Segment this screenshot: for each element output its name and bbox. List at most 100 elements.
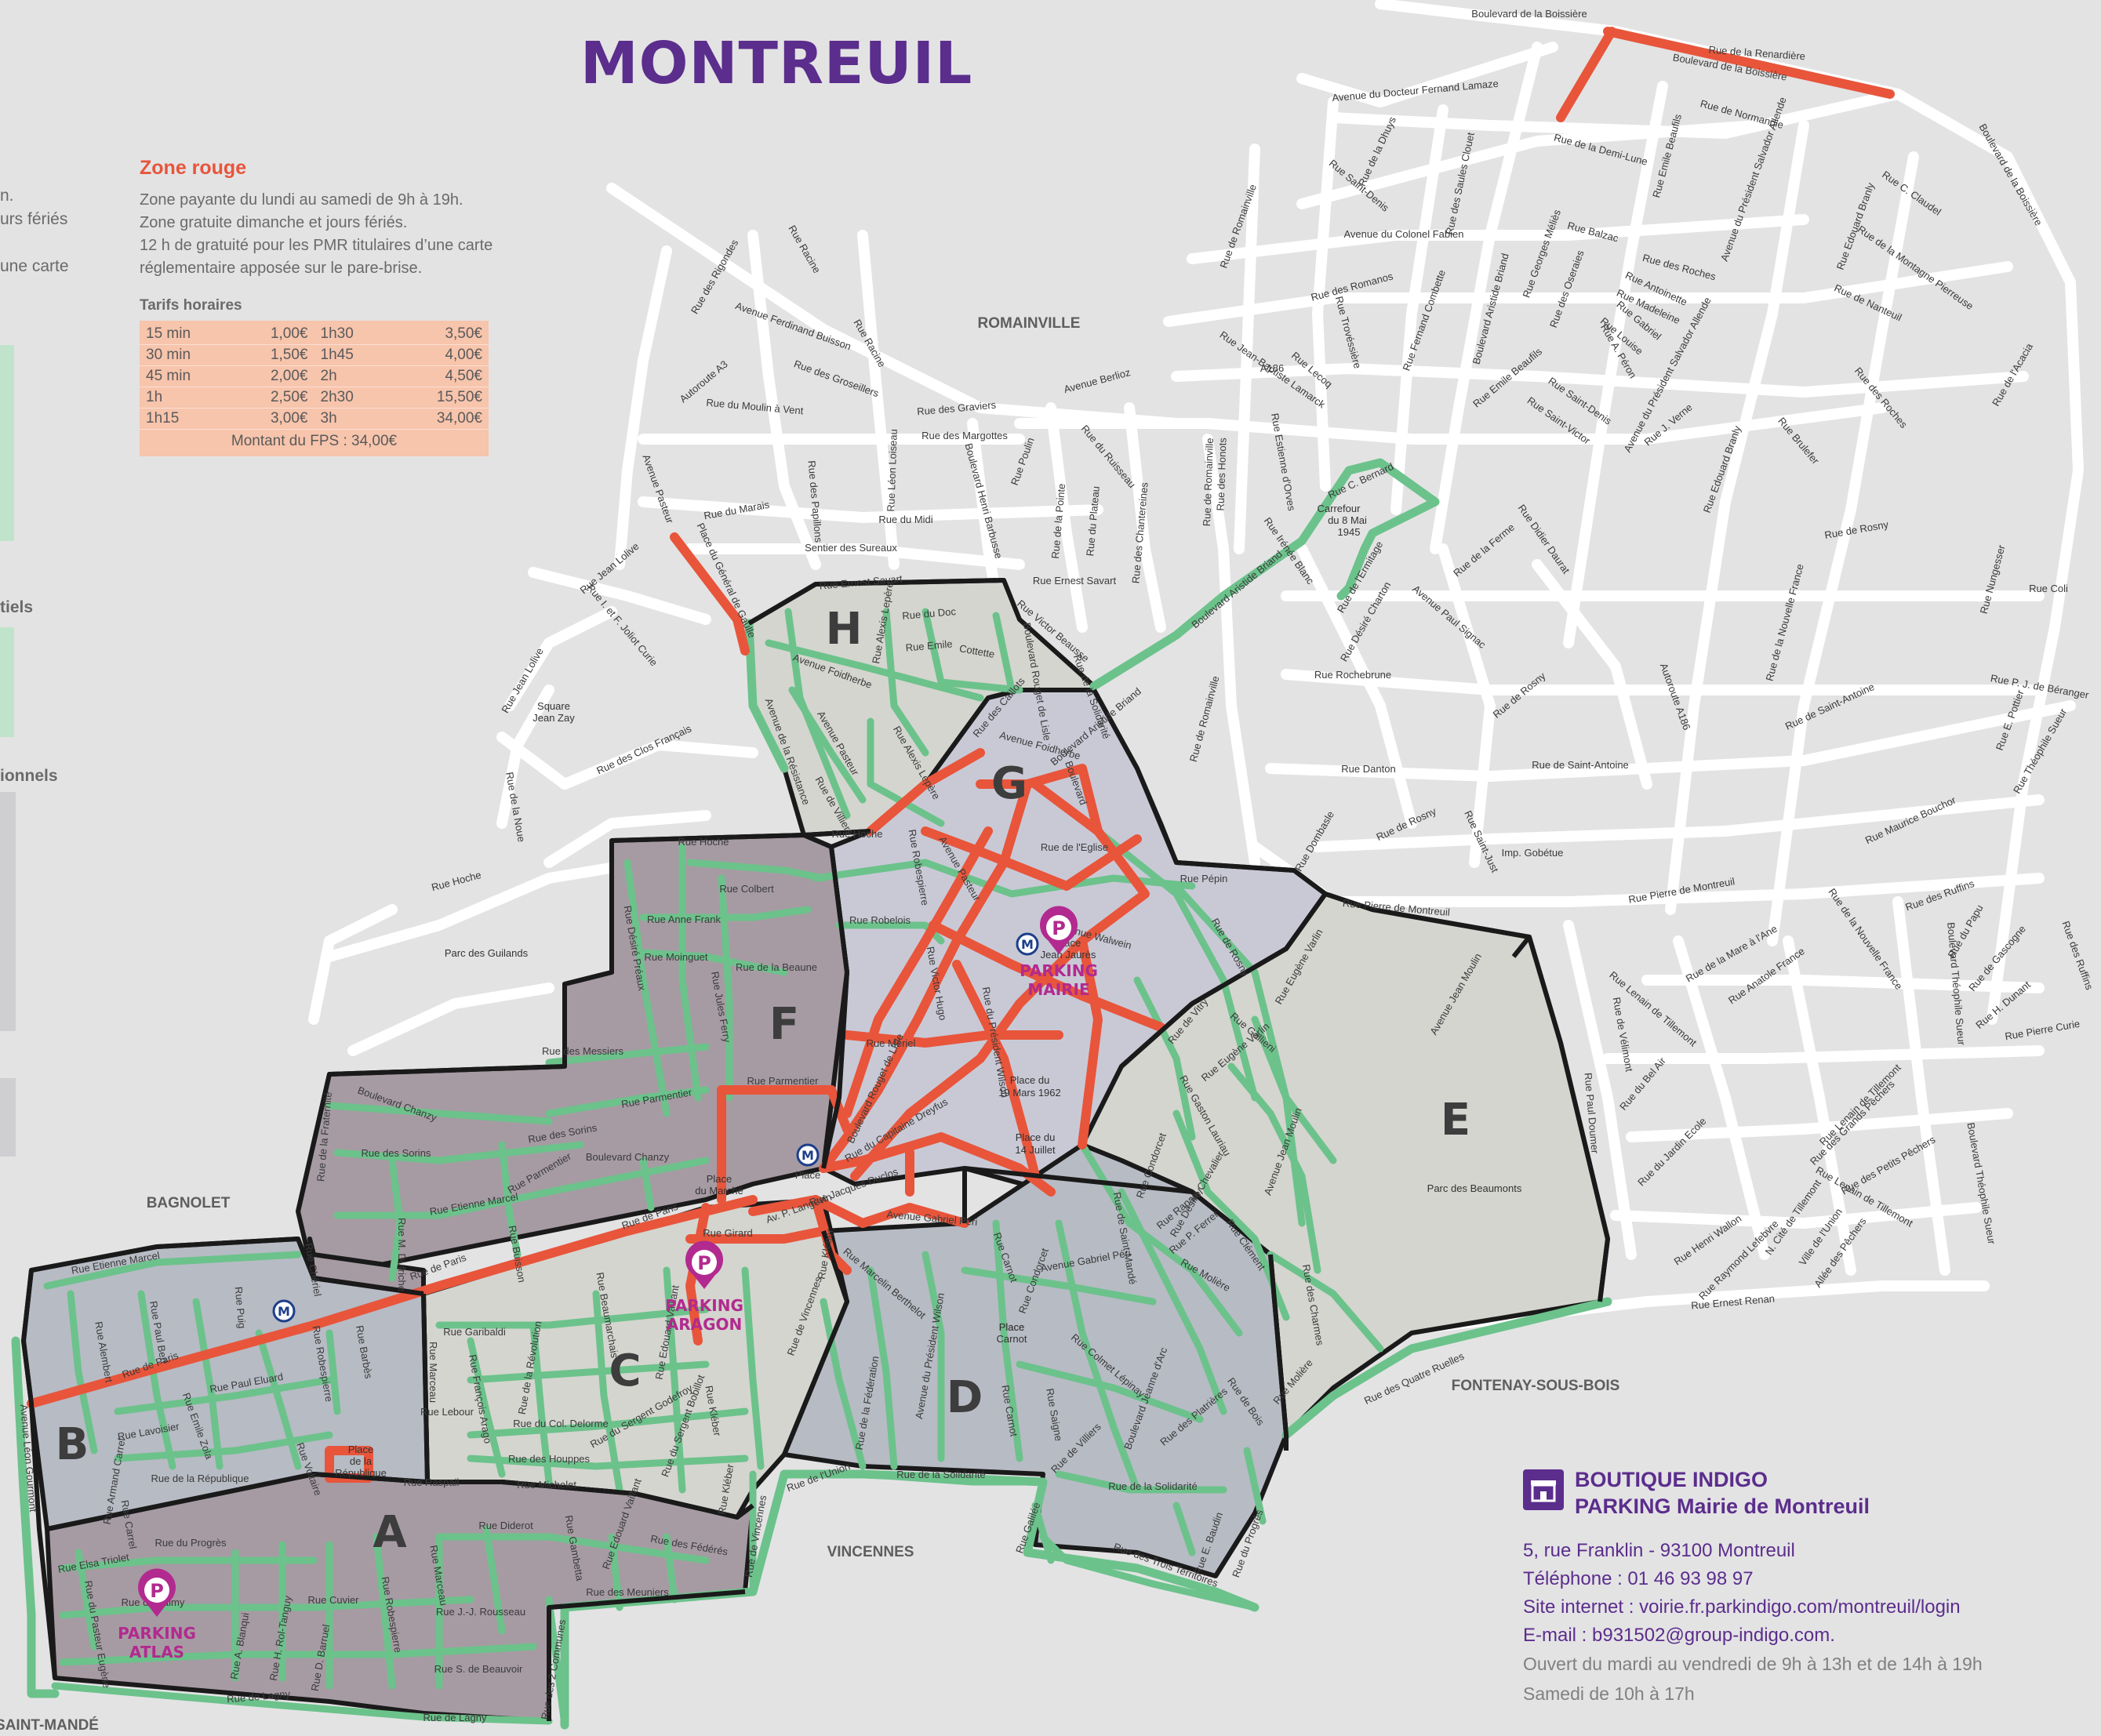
zone-rouge-info: Zone rouge Zone payante du lundi au same… [140,157,579,456]
street-label: Rue de Saint-Antoine [1532,759,1629,771]
parking-markers: PPARKINGMAIRIEPPARKINGARAGONPPARKINGATLA… [118,906,1098,1662]
street-label: Rue de la République [151,1473,249,1484]
street-label: Rue du Moulin à Vent [706,397,805,417]
tarif-duration: 1h [146,389,163,405]
street-label: Rue Cuvier [307,1594,359,1606]
left-fragment-4: tiels [0,598,34,616]
svg-text:P: P [1052,917,1066,939]
zone-letter: A [373,1507,407,1558]
tarif-duration: 15 min [146,325,191,342]
zone-letter: H [826,604,863,655]
place-label: 19 Mars 1962 [998,1087,1061,1099]
boutique-phone[interactable]: Téléphone : 01 46 93 98 97 [1523,1568,1754,1589]
street-label: Boulevard de la Boissière [1977,122,2045,227]
street-label: Rue Marceau [427,1342,439,1403]
place-label: Parc des Guilands [445,947,529,959]
zone-rouge-line-1: Zone payante du lundi au samedi de 9h à … [140,191,463,209]
tarif-duration: 2h30 [320,389,354,405]
place-label: Place [707,1173,732,1185]
street-label: Rue Parmentier [747,1075,819,1087]
metro-icon: M [796,1143,820,1167]
street-label: Rue Hoche [430,869,482,893]
svg-text:M: M [802,1148,814,1163]
metro-icon: M [272,1299,296,1323]
street-label: Rue du Plateau [1084,485,1102,557]
street-label: Rue Georges Méliès [1520,208,1563,300]
street-label: Rue Racine [786,223,823,275]
tarif-row: 15 min 1,00€ 1h30 3,50€ [140,324,489,345]
street-label: Rue J.-J. Rousseau [436,1606,525,1618]
street-label: Rue des Margottes [921,430,1008,441]
street-label: Rue du Progrès [154,1537,227,1549]
street-label: Rue Diderot [478,1520,533,1531]
street-label: Rue des Groseillers [792,358,881,399]
tarif-price: 4,00€ [445,347,482,363]
street-label: Rue des Meuniers [586,1586,669,1598]
svg-text:P: P [150,1580,164,1602]
street-label: Rue Raspail [404,1476,460,1488]
boutique-hours-weekdays: Ouvert du mardi au vendredi de 9h à 13h … [1523,1654,1983,1674]
left-fragment-3: une carte [0,257,69,275]
street-label: A186 [1260,362,1284,374]
street-label: Rue des Roches [1641,252,1718,282]
zone-outline [21,578,1610,1721]
legend-green-swatch-2 [0,627,14,737]
street-label: Rue Hoche [678,836,729,848]
left-fragment-1: n. [0,187,14,205]
place-label: Place [999,1321,1025,1333]
street-label: Rue Pépin [1180,873,1228,884]
place-label: 14 Juillet [1015,1144,1056,1156]
street-label: Rue des Saules Clouet [1443,131,1476,236]
tarif-duration: 1h30 [320,325,354,342]
zone-rouge-line-4: réglementaire apposée sur le pare-brise. [140,260,423,277]
street-label: Rue des Ruffins [2059,920,2096,992]
town-label: SAINT-MANDÉ [0,1716,99,1734]
street-label: Rue Edouard Branly [1834,180,1877,271]
parking-label: PARKING [118,1624,196,1643]
tarif-row: 45 min 2,00€ 2h 4,50€ [140,366,489,387]
tarifs-title: Tarifs horaires [140,297,242,314]
street-label: Rue Garibaldi [443,1326,506,1338]
street-label: Rue Pierre Curie [2004,1018,2081,1043]
street-label: Rue du Doc [902,605,957,622]
zone-letter: C [609,1346,641,1396]
street-label: Rue des Sorins [362,1147,431,1159]
legend-grey-swatch-2 [0,1078,16,1157]
street-label: Rue des Houppes [508,1453,591,1465]
street-label: Boulevard Chanzy [586,1151,670,1163]
street-label: Avenue Berlioz [1063,366,1132,395]
place-label: de la [350,1455,373,1467]
street-label: Rue de la Solidarité [896,1469,985,1480]
tarif-price: 2,00€ [270,368,308,384]
parking-label: PARKING [665,1296,743,1315]
street-label: Rue des Messiers [542,1045,624,1057]
street-label: Boulevard de la Boissière [1471,8,1587,20]
tarif-price: 3,50€ [445,325,482,342]
legend-green-swatch [0,345,14,541]
boutique-email[interactable]: E-mail : b931502@group-indigo.com. [1523,1625,1835,1646]
town-labels: ROMAINVILLEBAGNOLETFONTENAY-SOUS-BOISVIN… [0,315,1619,1734]
parking-name: ATLAS [129,1643,184,1662]
street-label: Avenue du Docteur Fernand Lamaze [1332,78,1499,104]
legend-grey-swatch [0,792,16,1031]
left-fragment-5: ionnels [0,767,58,785]
street-label: Rue de Rosny [1823,518,1889,541]
street-label: Sentier des Sureaux [805,542,897,554]
svg-text:P: P [697,1252,711,1274]
tarif-row: 30 min 1,50€ 1h45 4,00€ [140,345,489,366]
street-label: Boulevard Aristide Briand [1189,548,1284,630]
place-label: Place du [1016,1131,1056,1143]
tarif-price: 34,00€ [436,410,482,427]
parking-name: MAIRIE [1027,980,1089,999]
street-label: Rue de l'Eglise [1041,841,1108,853]
street-label: Avenue Pasteur [640,453,676,525]
zone-letter: B [56,1419,89,1470]
boutique-website[interactable]: Site internet : voirie.fr.parkindigo.com… [1523,1596,1961,1618]
street-label: Rue des Honots [1214,438,1228,511]
place-label: Parc des Beaumonts [1427,1182,1522,1194]
place-label: Jean Zay [533,712,575,724]
